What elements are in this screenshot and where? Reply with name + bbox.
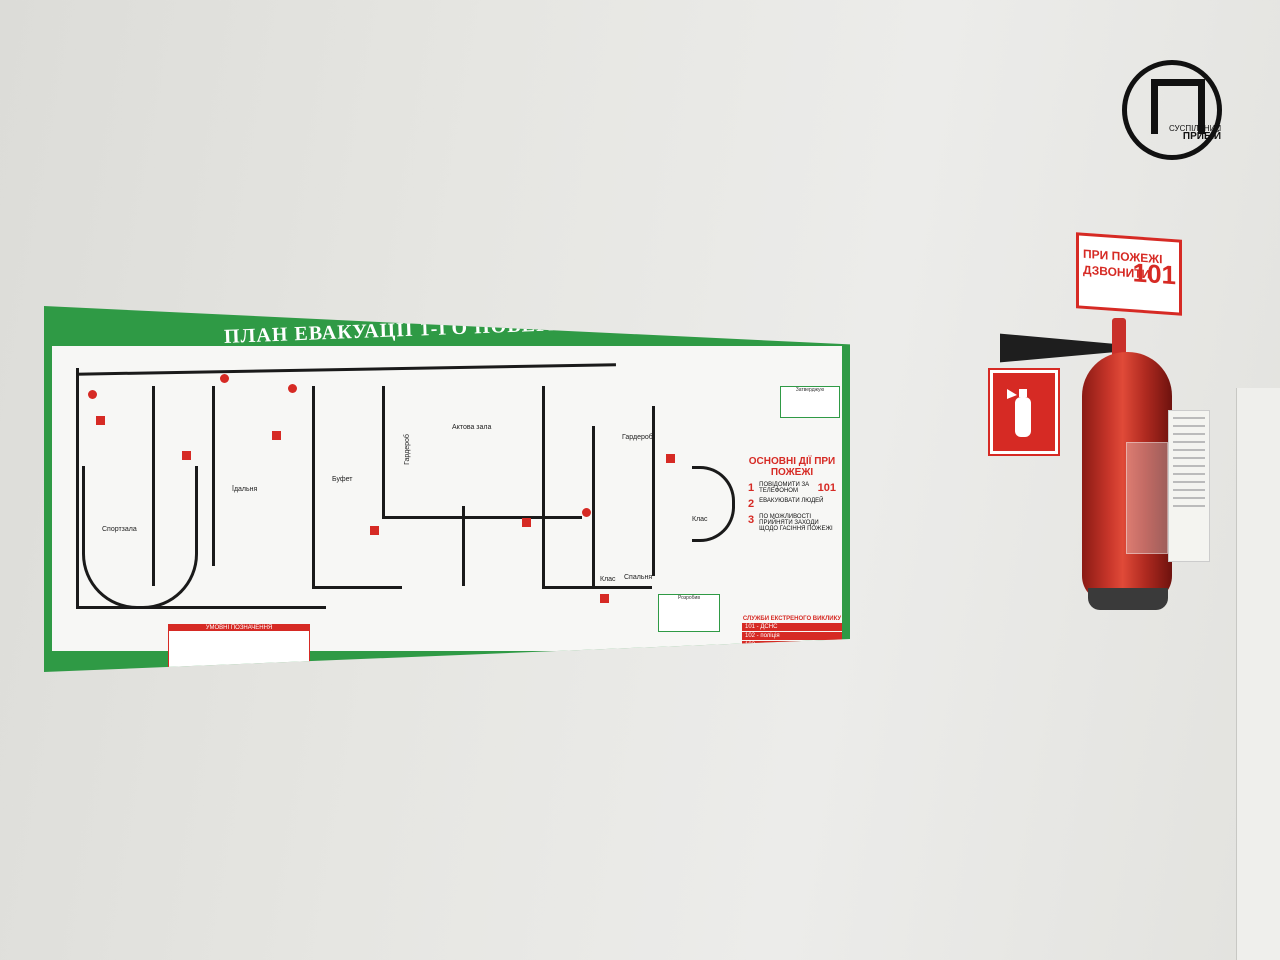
suspilnyi-logo: СУСПІЛЬНИЙ ПРИБІЙ — [1122, 60, 1222, 160]
legend-title: УМОВНІ ПОЗНАЧЕННЯ — [169, 625, 309, 631]
services-title: СЛУЖБИ ЕКСТРЕНОГО ВИКЛИКУ — [742, 616, 842, 622]
plan-wall — [76, 363, 616, 376]
plan-title: ПЛАН ЕВАКУАЦІЇ 1-ГО ПОВЕРХУ — [223, 312, 580, 348]
plan-wall — [76, 368, 79, 608]
plan-wall — [312, 586, 402, 589]
paper-notice — [1168, 410, 1210, 562]
fire-extinguisher-sign — [988, 368, 1060, 456]
evacuation-plan-board: ПЛАН ЕВАКУАЦІЇ 1-ГО ПОВЕРХУ Спортзала Їд… — [44, 306, 850, 672]
step-text: ПОВІДОМИТИ ЗА ТЕЛЕФОНОМ — [759, 482, 810, 494]
fire-alarm-marker-icon — [288, 384, 297, 393]
fire-extinguisher-marker-icon — [370, 526, 379, 535]
service-row: 104 - аварійна газова служба — [742, 650, 842, 658]
room-label: Гардероб — [403, 434, 411, 465]
room-label: Гардероб — [622, 434, 653, 441]
service-row: 102 - поліція — [742, 632, 842, 640]
plan-wall — [652, 406, 655, 576]
step-number: 2 — [748, 498, 755, 510]
fire-extinguisher-icon — [1007, 389, 1031, 437]
step-text: ПО МОЖЛИВОСТІ ПРИЙНЯТИ ЗАХОДИ ЩОДО ГАСІН… — [759, 514, 833, 532]
service-row: 103 - швидка медична допомога — [742, 641, 842, 649]
room-label: Спортзала — [102, 526, 137, 533]
room-label: Буфет — [332, 476, 353, 483]
developer-box: Розробив — [658, 594, 720, 632]
logo-line1: СУСПІЛЬНИЙ — [1169, 124, 1222, 133]
logo-line2: ПРИБІЙ — [1182, 131, 1222, 142]
fire-alarm-marker-icon — [582, 508, 591, 517]
step-number: 1 — [748, 482, 755, 494]
plan-wall — [312, 386, 315, 586]
plan-wall — [542, 586, 652, 589]
floor-plan-area: Спортзала Їдальня Буфет Гардероб Актова … — [52, 346, 842, 672]
fire-call-sign: ПРИ ПОЖЕЖІ ДЗВОНИТИ 101 — [1076, 232, 1182, 316]
plan-wall — [542, 386, 545, 586]
fire-extinguisher — [1082, 352, 1172, 602]
service-row: 101 - ДСНС — [742, 623, 842, 631]
logo-letter-icon — [1151, 79, 1205, 134]
call-sign-number: 101 — [1132, 257, 1176, 291]
fire-extinguisher-marker-icon — [182, 451, 191, 460]
plan-wall — [212, 386, 215, 566]
fire-action-step: 1 ПОВІДОМИТИ ЗА ТЕЛЕФОНОМ 101 — [748, 482, 836, 494]
fire-actions-title: ОСНОВНІ ДІЇ ПРИ ПОЖЕЖІ — [748, 456, 836, 478]
fire-extinguisher-marker-icon — [272, 431, 281, 440]
emergency-number: 101 — [817, 482, 836, 494]
fire-extinguisher-marker-icon — [96, 416, 105, 425]
approval-label: Затверджую — [795, 387, 825, 393]
developer-label: Розробив — [677, 595, 700, 601]
plan-wall — [592, 426, 595, 586]
step-text: ЕВАКУЮВАТИ ЛЮДЕЙ — [759, 498, 824, 504]
room-label: Актова зала — [452, 424, 492, 431]
plan-wall — [76, 606, 326, 609]
approval-box: Затверджую — [780, 386, 840, 418]
fire-extinguisher-marker-icon — [522, 518, 531, 527]
fire-alarm-marker-icon — [88, 390, 97, 399]
class-arc-outline — [692, 466, 735, 542]
fire-alarm-marker-icon — [220, 374, 229, 383]
plan-wall — [462, 506, 465, 586]
wall-cabinet — [1236, 388, 1280, 960]
room-label: Клас — [600, 576, 616, 583]
extinguisher-label — [1126, 442, 1168, 554]
fire-action-step: 3 ПО МОЖЛИВОСТІ ПРИЙНЯТИ ЗАХОДИ ЩОДО ГАС… — [748, 514, 836, 532]
fire-actions-panel: ОСНОВНІ ДІЇ ПРИ ПОЖЕЖІ 1 ПОВІДОМИТИ ЗА Т… — [742, 456, 842, 646]
sport-hall-outline — [82, 466, 198, 609]
fire-action-step: 2 ЕВАКУЮВАТИ ЛЮДЕЙ — [748, 498, 836, 510]
extinguisher-bracket — [1088, 588, 1168, 610]
plan-legend: УМОВНІ ПОЗНАЧЕННЯ — [168, 624, 310, 672]
fire-extinguisher-marker-icon — [666, 454, 675, 463]
plan-wall — [382, 516, 582, 519]
emergency-services-panel: СЛУЖБИ ЕКСТРЕНОГО ВИКЛИКУ 101 - ДСНС 102… — [742, 616, 842, 658]
step-number: 3 — [748, 514, 755, 526]
fire-extinguisher-marker-icon — [600, 594, 609, 603]
room-label: Спальня — [624, 574, 653, 581]
room-label: Їдальня — [232, 486, 258, 493]
extinguisher-valve — [1112, 318, 1126, 358]
room-label: Клас — [692, 516, 708, 523]
plan-wall — [382, 386, 385, 516]
